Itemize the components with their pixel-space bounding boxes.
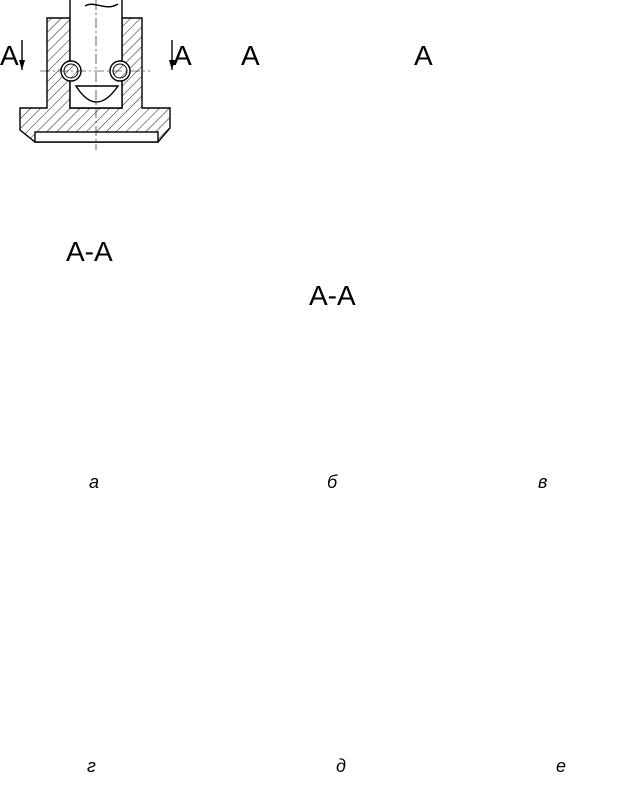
caption-e: е <box>556 756 567 776</box>
caption-b: б <box>327 472 338 492</box>
caption-d: д <box>336 756 346 776</box>
assembly-top-left <box>19 0 175 150</box>
section-marker-right-1: A <box>173 40 192 71</box>
caption-a: а <box>89 472 100 492</box>
section-marker-left-2: A <box>241 40 260 71</box>
section-title-b: A-A <box>309 280 356 311</box>
caption-v: в <box>538 472 548 492</box>
section-marker-right-2: A <box>414 40 433 71</box>
section-marker-left-1: A <box>0 40 19 71</box>
caption-g: г <box>87 756 96 776</box>
section-title-a: A-A <box>66 236 113 267</box>
